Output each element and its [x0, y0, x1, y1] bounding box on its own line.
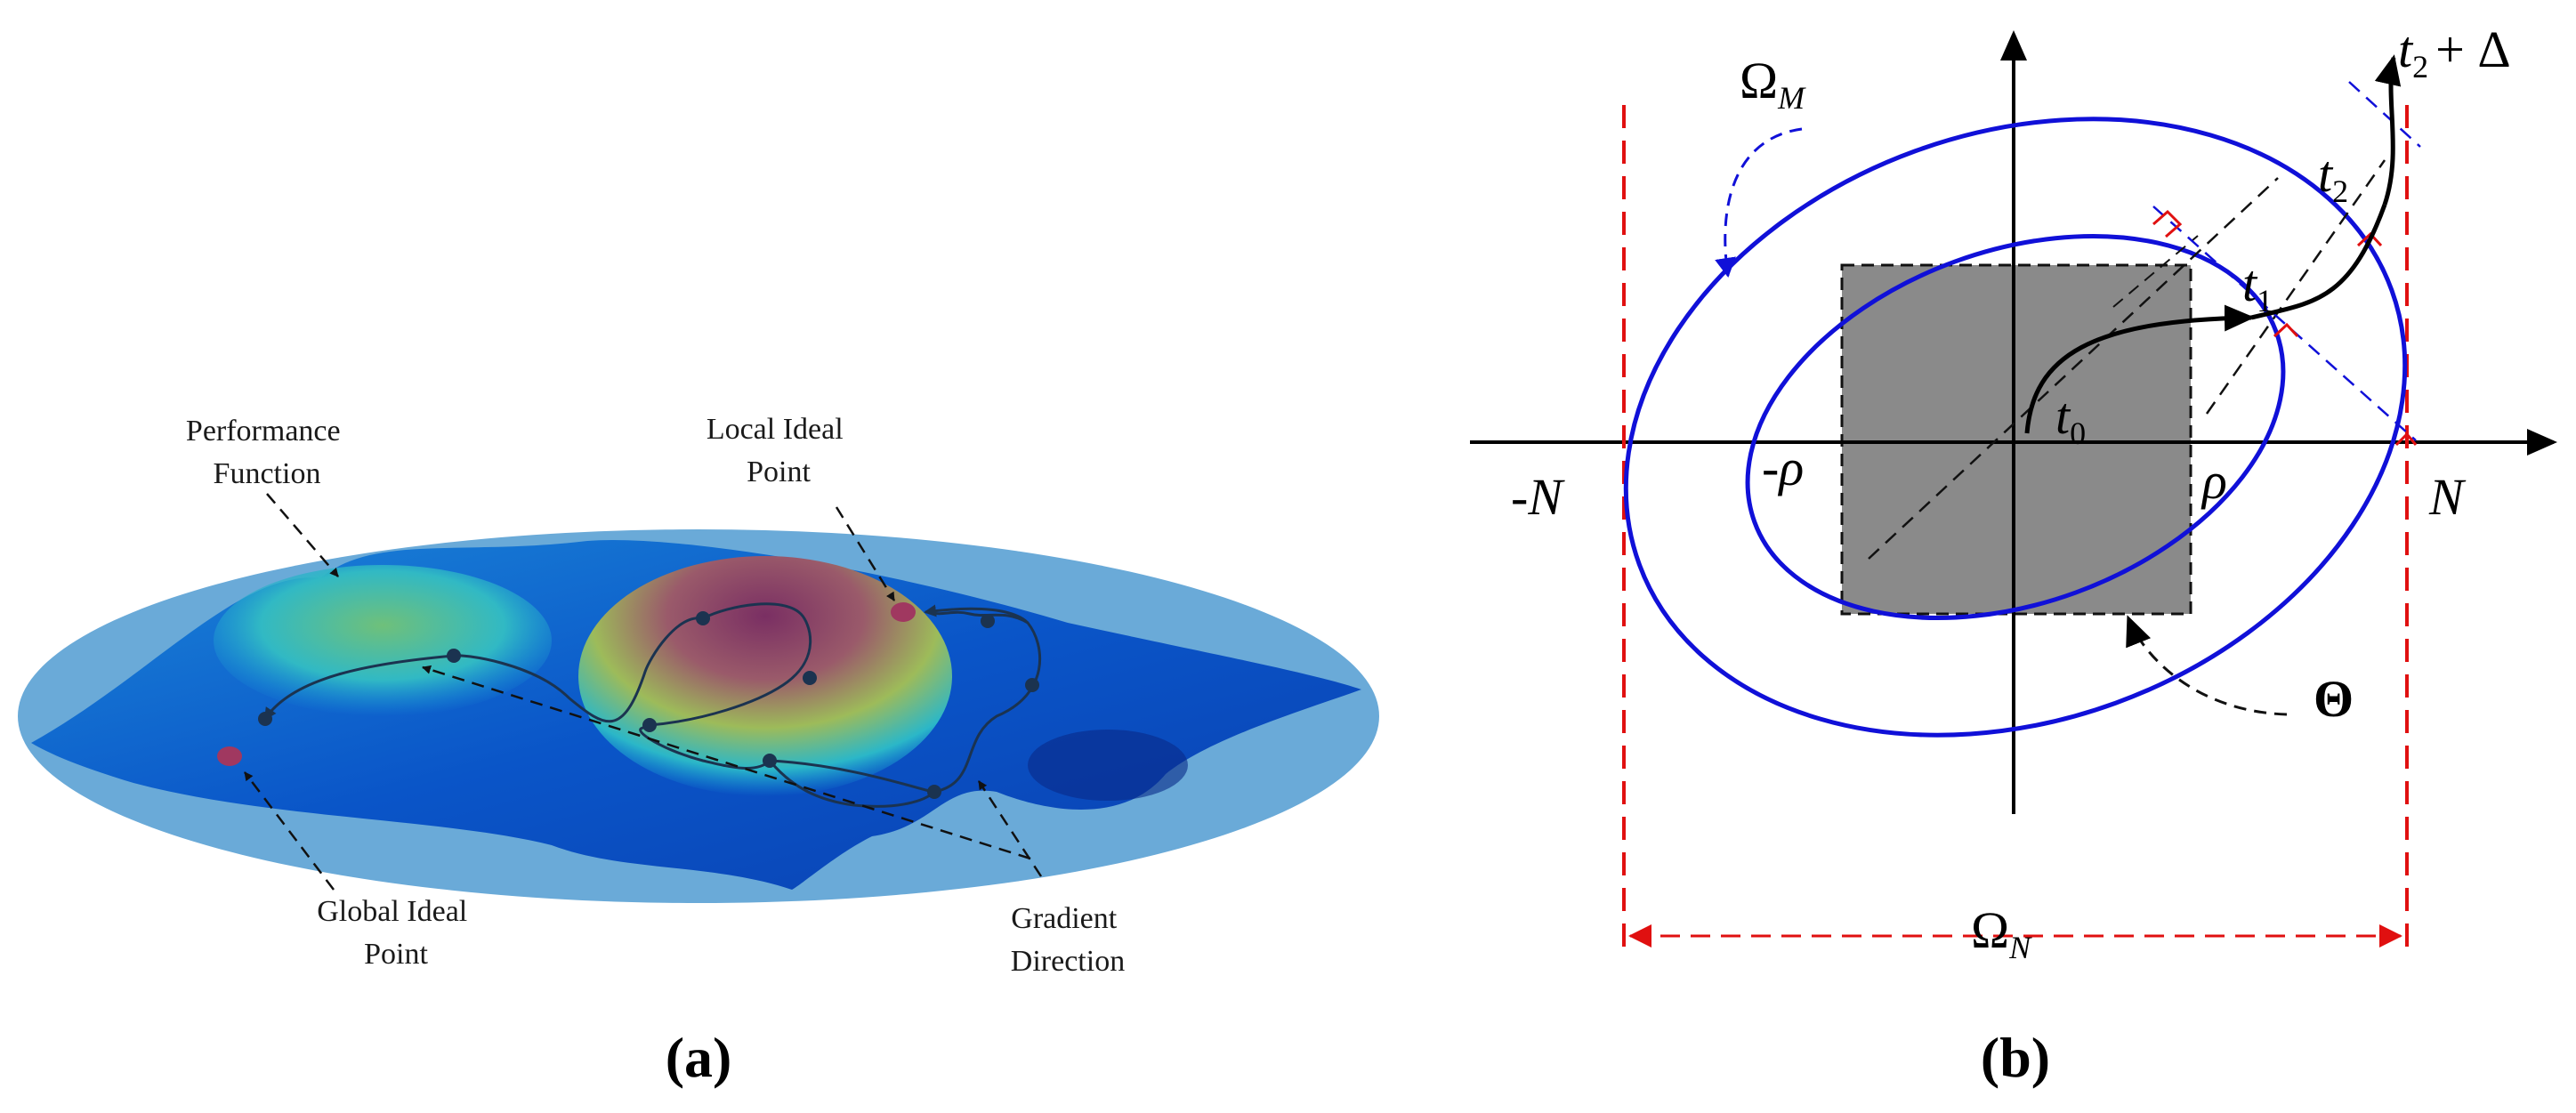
path-nodes: [258, 611, 1039, 799]
diagonal-guide-3: [2205, 159, 2386, 415]
omega-m-leader: [1715, 127, 1803, 278]
trough: [1028, 730, 1188, 801]
local-ideal-point-label: Local Ideal Point: [707, 413, 851, 488]
leader-lines: [244, 493, 1043, 891]
leader-performance: [266, 493, 339, 577]
panel-b-caption: (b): [1981, 1026, 2050, 1089]
t2-delta-label: t2+ Δ: [2398, 20, 2511, 85]
global-ideal-point-label: Global Ideal Point: [317, 895, 475, 971]
right-angle-marker: [2394, 431, 2418, 447]
gradient-path-line: [768, 760, 936, 808]
hill-left: [214, 565, 552, 716]
path-node: [803, 671, 817, 685]
right-angle-marker: [2273, 322, 2299, 338]
path-node: [447, 649, 461, 663]
omega-n-label: ΩN: [1971, 901, 2032, 965]
right-angle-markers: [2152, 209, 2418, 447]
gradient-direction-label: Gradient Direction: [1011, 902, 1125, 978]
gradient-path-line: [649, 602, 812, 727]
local-ideal-point: [891, 602, 916, 622]
peak-highlight: [578, 556, 952, 796]
panel-a: Performance Function Local Ideal Point G…: [18, 413, 1379, 1089]
performance-function-label: Performance Function: [186, 415, 348, 490]
theta-leader: [2126, 615, 2288, 716]
pos-n-label: N: [2428, 468, 2467, 526]
leader-local-ideal: [835, 506, 896, 601]
right-angle-marker: [2152, 209, 2183, 238]
omega-m-label: ΩM: [1740, 52, 1806, 116]
path-node: [763, 754, 777, 768]
diagonal-guide-2: [2112, 235, 2199, 308]
t0-label: t0: [2055, 387, 2086, 451]
leader-gradient-1: [422, 665, 1031, 860]
path-node: [642, 718, 657, 732]
neg-n-label: -N: [1511, 468, 1565, 526]
t2-label: t2: [2318, 145, 2348, 209]
gradient-path-line: [263, 654, 455, 721]
t1-label: t1: [2242, 254, 2273, 319]
leader-global-ideal: [244, 771, 335, 891]
tangent-outer: [2348, 81, 2421, 148]
path-node: [696, 611, 710, 625]
inner-ellipse: [1745, 234, 2286, 620]
diagonal-guide: [1868, 177, 2279, 560]
panel-a-caption: (a): [666, 1026, 732, 1089]
path-node: [981, 614, 995, 628]
trajectory-t2-delta: [2374, 54, 2402, 206]
trajectory-t1-t2: [2250, 204, 2387, 320]
tangent-inner: [2152, 206, 2417, 441]
panel-b: ΩM ΩN Θ -N N -ρ ρ t0 t1 t2 t2+ Δ (b): [1470, 20, 2557, 1089]
path-node: [1025, 678, 1039, 692]
gradient-path-line: [639, 726, 771, 770]
theta-label: Θ: [2314, 670, 2354, 728]
gradient-path-line: [453, 617, 704, 723]
path-node: [258, 712, 272, 726]
outer-ellipse: [1623, 117, 2408, 738]
gradient-path-line: [769, 610, 1042, 794]
trajectory-t0-t1: [2024, 304, 2255, 434]
pos-rho-label: ρ: [2201, 452, 2227, 510]
neg-rho-label: -ρ: [1762, 439, 1804, 496]
theta-region: [1840, 263, 2192, 616]
gradient-path-line: [924, 604, 1030, 625]
global-ideal-point: [217, 746, 242, 766]
path-node: [927, 785, 941, 799]
